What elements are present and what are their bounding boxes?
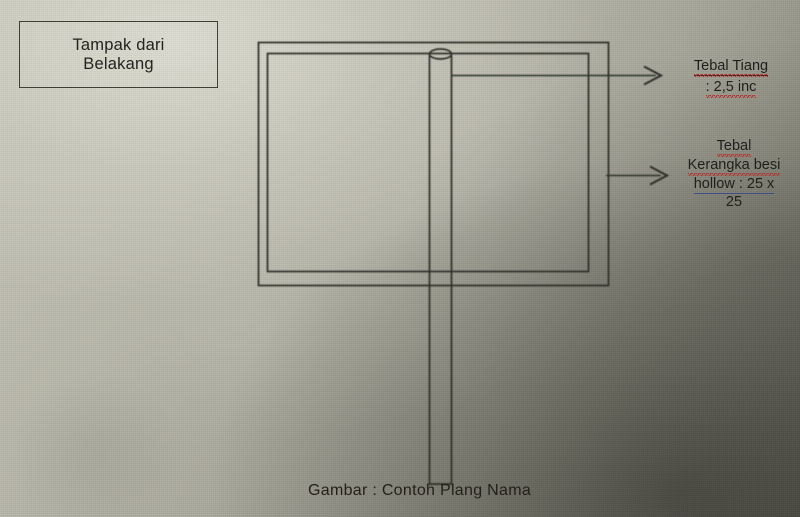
annotation-frame-thickness-line-4: 25 xyxy=(725,194,743,210)
annotation-frame-thickness: Tebal Kerangka besi hollow : 25 x 25 xyxy=(672,138,796,210)
annotation-frame-thickness-line-3: hollow : 25 x xyxy=(693,176,775,194)
annotation-pole-thickness-line-1: Tebal Tiang xyxy=(668,58,794,77)
figure-caption: Gambar : Contoh Plang Nama xyxy=(308,482,532,499)
view-label-line-2: Belakang xyxy=(83,54,154,73)
annotation-pole-thickness-line-2: : 2,5 inc xyxy=(668,79,794,98)
annotation-frame-thickness-line-2: Kerangka besi xyxy=(672,157,796,176)
view-label-line-1: Tampak dari xyxy=(72,35,165,54)
view-label-box: Tampak dari Belakang xyxy=(19,21,218,88)
annotation-frame-thickness-line-1: Tebal xyxy=(672,138,796,157)
annotation-pole-thickness: Tebal Tiang : 2,5 inc xyxy=(668,58,794,98)
